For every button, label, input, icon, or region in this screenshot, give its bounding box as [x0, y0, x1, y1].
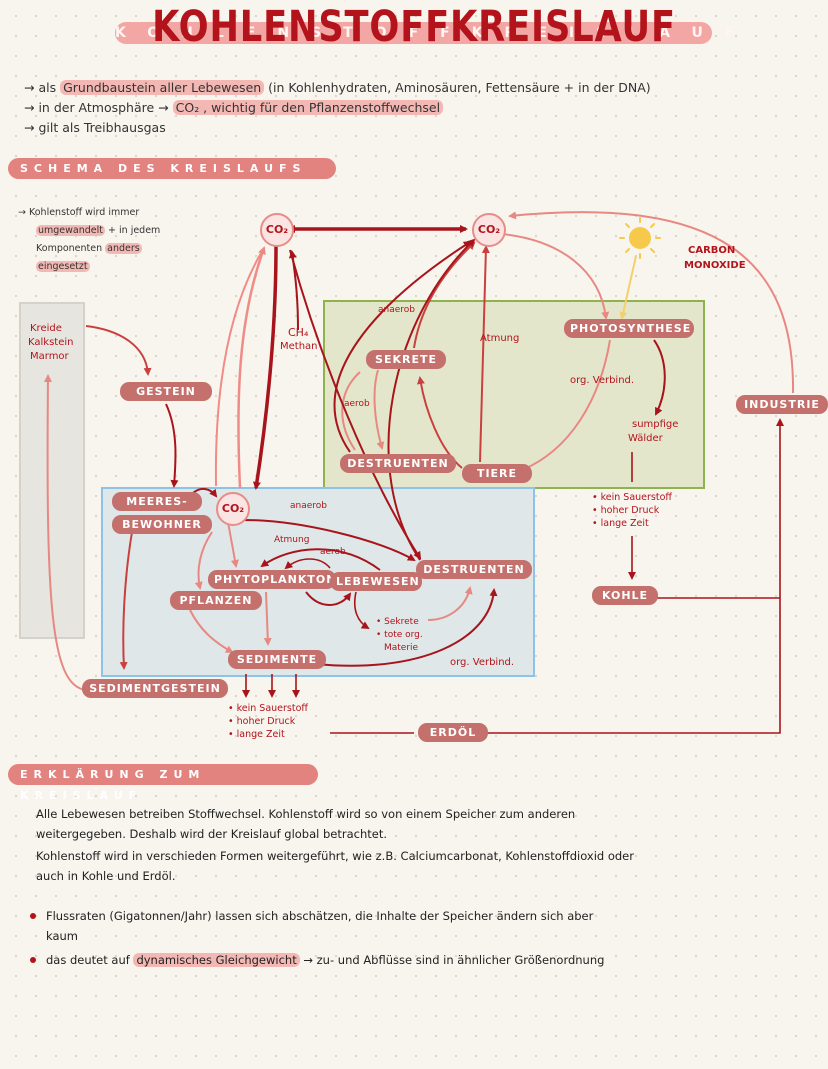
label-aerob-land: aerob [344, 399, 370, 409]
side-note-highlight-3: eingesetzt [36, 261, 90, 272]
node-sedimente: SEDIMENTE [228, 650, 326, 669]
label-org-verbind-sea: org. Verbind. [450, 657, 515, 668]
node-gestein: GESTEIN [120, 382, 212, 401]
side-note-line-3: Komponenten anders [36, 242, 142, 255]
node-sekrete: SEKRETE [366, 350, 446, 369]
bullet-dot-1 [30, 913, 36, 919]
intro-line-1-highlight: Grundbaustein aller Lebewesen [60, 80, 265, 95]
node-kohle: KOHLE [592, 586, 658, 605]
node-industrie: INDUSTRIE [736, 395, 828, 414]
node-destruenten-land: DESTRUENTEN [340, 454, 456, 473]
intro-line-3-text: → gilt als Treibhausgas [24, 120, 166, 135]
label-sekrete-note-3: Materie [384, 643, 419, 653]
title-highlight-bar [115, 22, 712, 44]
side-note-line-4: eingesetzt [36, 260, 90, 273]
title-area: KOHLENSTOFFKREISLAUF KOHLENSTOFFKREISLAU… [0, 0, 828, 70]
label-atmung-sea: Atmung [274, 535, 310, 545]
condition-erdoel-3: • lange Zeit [228, 729, 285, 740]
node-phytoplankton: PHYTOPLANKTON [208, 570, 336, 589]
label-carbon-2: MONOXIDE [684, 260, 746, 271]
explanation-bullet-2-post: → zu- und Abflüsse sind in ähnlicher Grö… [299, 953, 605, 967]
node-lebewesen: LEBEWESEN [330, 572, 422, 591]
sun-icon [619, 217, 661, 259]
side-note-line-2-rest: + in jedem [105, 225, 161, 236]
node-meeresbewohner-2: BEWOHNER [112, 515, 212, 534]
title-spaced-text: KOHLENSTOFFKREISLAUF [115, 25, 757, 41]
label-carbon-1: CARBON [688, 245, 736, 256]
section-header-schema: SCHEMA DES KREISLAUFS [8, 158, 336, 179]
label-sumpfige-1: sumpfige [632, 419, 679, 430]
explanation-bullet-1a: Flussraten (Gigatonnen/Jahr) lassen sich… [46, 909, 594, 923]
label-ch4: CH₄ [288, 326, 309, 339]
label-org-verbind-land: org. Verbind. [570, 375, 635, 386]
bullet-dot-2 [30, 957, 36, 963]
condition-erdoel-2: • hoher Druck [228, 716, 296, 727]
intro-line-2-highlight: CO₂ , wichtig für den Pflanzenstoffwechs… [172, 100, 444, 115]
label-sekrete-note-2: • tote org. [376, 630, 423, 640]
condition-kohle-3: • lange Zeit [592, 518, 649, 529]
label-methan: Methan [280, 341, 318, 352]
explanation-bullet-1b: kaum [46, 929, 78, 943]
label-aerob-sea: aerob [320, 547, 346, 557]
explanation-line-1: Alle Lebewesen betreiben Stoffwechsel. K… [36, 807, 576, 821]
node-destruenten-sea: DESTRUENTEN [416, 560, 532, 579]
explanation-line-4: auch in Kohle und Erdöl. [36, 869, 176, 883]
rock-storage-box [19, 302, 85, 639]
label-sekrete-note-1: • Sekrete [376, 617, 419, 627]
co2-sea: CO₂ [216, 492, 250, 526]
label-kreide: Kreide [30, 323, 62, 334]
intro-line-3: → gilt als Treibhausgas [24, 120, 166, 135]
intro-line-2: → in der Atmosphäre → CO₂ , wichtig für … [24, 100, 444, 115]
node-meeresbewohner-1: MEERES- [112, 492, 202, 511]
side-note-highlight-1: umgewandelt [36, 225, 106, 236]
condition-erdoel-1: • kein Sauerstoff [228, 703, 308, 714]
intro-line-1-suffix: (in Kohlenhydraten, Aminosäuren, Fettens… [264, 80, 651, 95]
side-note-line-2: umgewandelt + in jedem [36, 224, 160, 237]
condition-kohle-2: • hoher Druck [592, 505, 660, 516]
node-sedimentgestein: SEDIMENTGESTEIN [82, 679, 228, 698]
explanation-bullet-2: das deutet auf dynamisches Gleichgewicht… [46, 950, 604, 971]
co2-atmosphere-right: CO₂ [472, 213, 506, 247]
co2-atmosphere-left: CO₂ [260, 213, 294, 247]
label-sumpfige-2: Wälder [628, 433, 663, 444]
label-kalkstein: Kalkstein [28, 337, 74, 348]
side-note-line-3-pre: Komponenten [36, 243, 106, 254]
intro-line-1: → als Grundbaustein aller Lebewesen (in … [24, 80, 651, 95]
intro-line-2-prefix: → in der Atmosphäre → [24, 100, 173, 115]
label-atmung-land: Atmung [480, 333, 520, 344]
node-erdoel: ERDÖL [418, 723, 488, 742]
section-header-erklaerung: ERKLÄRUNG ZUM KREISLAUF [8, 764, 318, 802]
side-note-line-1: → Kohlenstoff wird immer [18, 207, 140, 218]
intro-line-1-prefix: → als [24, 80, 61, 95]
explanation-line-2: weitergegeben. Deshalb wird der Kreislau… [36, 827, 388, 841]
side-note-highlight-2: anders [105, 243, 142, 254]
page-title: KOHLENSTOFFKREISLAUF [152, 2, 676, 52]
explanation-bullet-2-highlight: dynamisches Gleichgewicht [133, 953, 300, 967]
explanation-bullet-2-pre: das deutet auf [46, 953, 134, 967]
explanation-line-3: Kohlenstoff wird in verschieden Formen w… [36, 849, 634, 863]
label-anaerob-sea: anaerob [290, 501, 327, 511]
label-marmor: Marmor [30, 351, 69, 362]
label-anaerob-land: anaerob [378, 305, 415, 315]
node-photosynthese: PHOTOSYNTHESE [564, 319, 694, 338]
condition-kohle-1: • kein Sauerstoff [592, 492, 672, 503]
node-tiere: TIERE [462, 464, 532, 483]
node-pflanzen: PFLANZEN [170, 591, 262, 610]
